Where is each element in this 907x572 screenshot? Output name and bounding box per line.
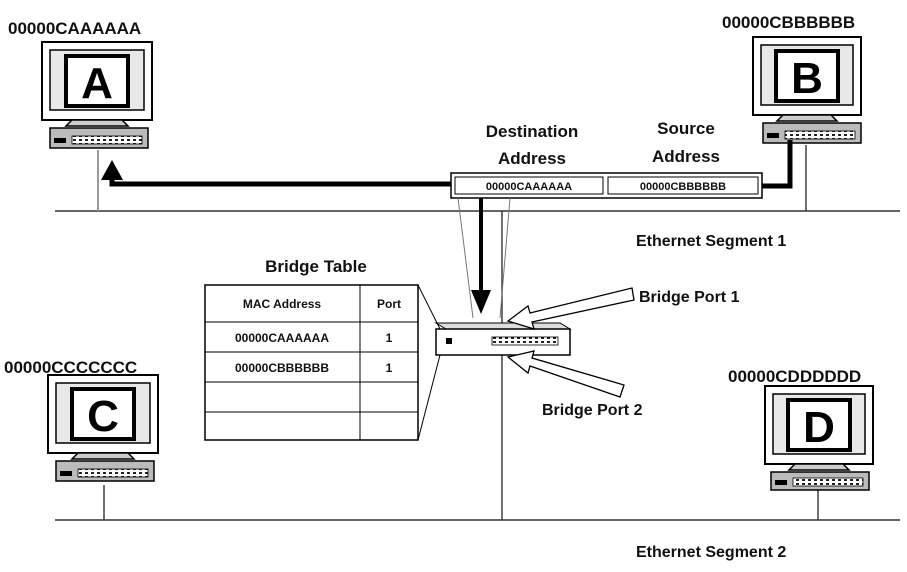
bridge-port-1-label: Bridge Port 1	[639, 289, 740, 306]
arrow-from-host-b	[762, 140, 793, 189]
bridge-table-row-1-port: 1	[386, 331, 393, 345]
bridge-table-title: Bridge Table	[265, 257, 367, 276]
frame-zoom-line-left	[457, 197, 474, 319]
bridge-table-row-2-mac: 00000CBBBBBB	[235, 361, 329, 375]
computer-d-icon: D	[764, 385, 874, 491]
computer-a-icon: A	[41, 41, 153, 149]
source-header-line1: Source	[657, 119, 715, 138]
computer-c-icon: C	[47, 374, 159, 482]
host-a-mac-label: 00000CAAAAAA	[8, 19, 141, 38]
bridge-device-icon	[434, 322, 572, 356]
host-d-letter: D	[803, 403, 835, 452]
bridge-port-2-label: Bridge Port 2	[542, 402, 643, 419]
host-a-letter: A	[81, 59, 113, 108]
frame-source-value: 00000CBBBBBB	[640, 181, 726, 193]
arrow-to-host-a	[109, 178, 451, 187]
frame-zoom-line-right	[499, 197, 511, 319]
table-zoom-line-top	[417, 284, 441, 330]
bridge-port-1-arrow	[506, 287, 635, 330]
host-c-letter: C	[87, 392, 119, 441]
bridge-table: MAC Address Port 00000CAAAAAA 1 00000CBB…	[204, 284, 419, 441]
bridge-table-row-2-port: 1	[386, 361, 393, 375]
frame-destination-value: 00000CAAAAAA	[486, 181, 572, 193]
ethernet-segment-1-label: Ethernet Segment 1	[636, 233, 786, 250]
host-b-letter: B	[791, 54, 823, 103]
arrow-to-host-a-head	[101, 160, 123, 180]
bridge-table-header-port: Port	[377, 297, 401, 311]
table-zoom-line-bottom	[417, 354, 441, 441]
source-header-line2: Address	[652, 147, 720, 166]
destination-header-line1: Destination	[486, 122, 579, 141]
host-c-mac-label: 00000CCCCCCC	[4, 358, 137, 377]
bridge-table-header-mac: MAC Address	[243, 297, 322, 311]
bridge-table-row-1-mac: 00000CAAAAAA	[235, 331, 329, 345]
destination-header-line2: Address	[498, 149, 566, 168]
host-d-mac-label: 00000CDDDDDD	[728, 367, 861, 386]
arrow-to-bridge-head	[471, 290, 491, 314]
ethernet-frame: 00000CAAAAAA 00000CBBBBBB	[450, 172, 763, 199]
computer-b-icon: B	[752, 36, 862, 144]
ethernet-segment-2-label: Ethernet Segment 2	[636, 544, 786, 561]
bridge-port-2-arrow	[506, 350, 625, 398]
host-b-mac-label: 00000CBBBBBB	[722, 13, 855, 32]
